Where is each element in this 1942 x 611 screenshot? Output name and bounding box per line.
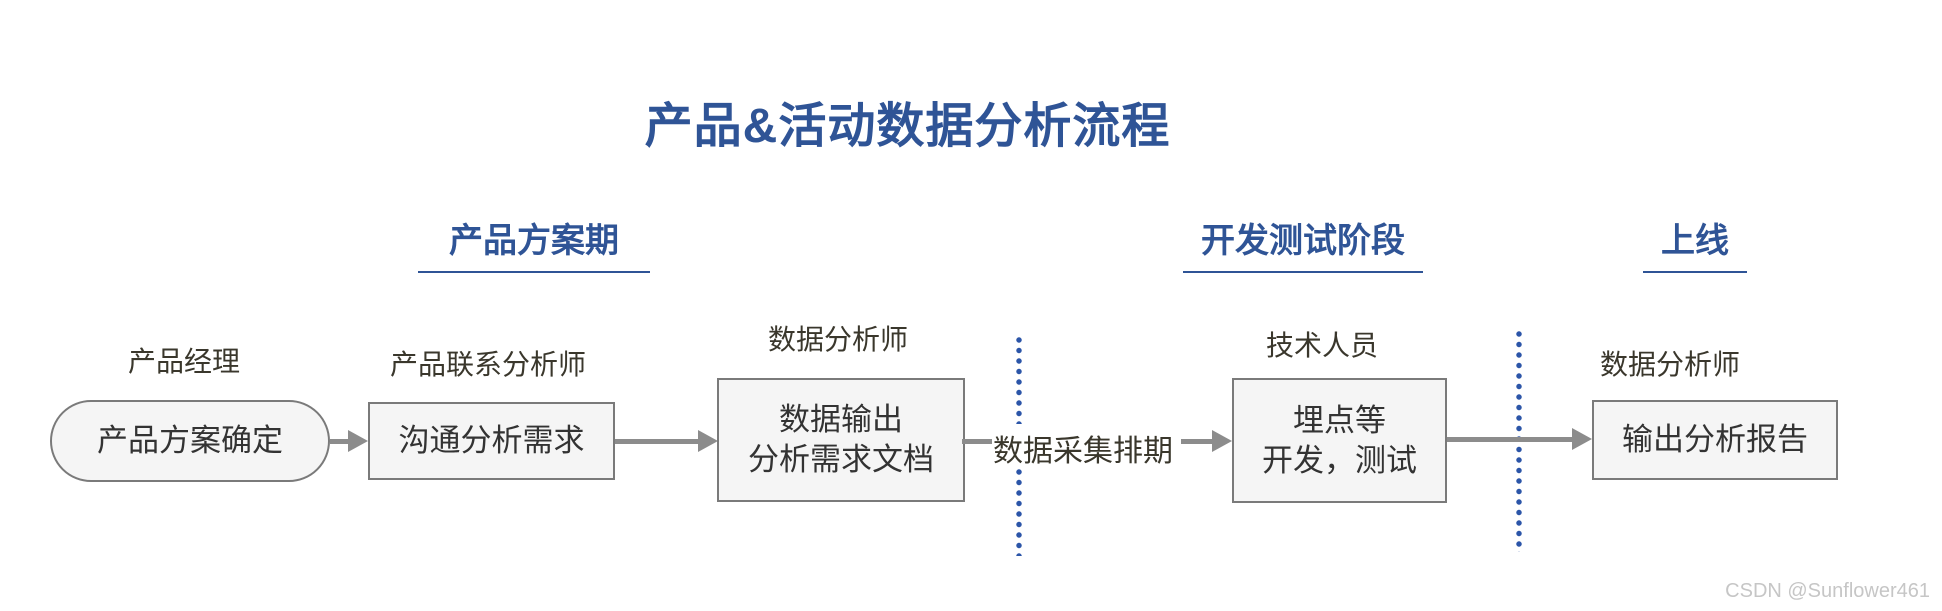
diagram-title: 产品&活动数据分析流程 <box>644 100 1171 153</box>
node-label: 产品方案确定 <box>97 423 283 458</box>
arrow-head-icon <box>698 430 718 452</box>
connector-label-data-collection-schedule: 数据采集排期 <box>993 435 1173 468</box>
node-label-line-2: 开发，测试 <box>1262 442 1417 478</box>
role-label-product-contact-analyst: 产品联系分析师 <box>390 349 587 380</box>
node-label-line-1: 埋点等 <box>1293 402 1386 438</box>
node-label: 沟通分析需求 <box>398 423 585 458</box>
arrow-head-icon <box>1212 430 1232 452</box>
node-output-analysis-report: 输出分析报告 <box>1592 400 1838 480</box>
csdn-watermark: CSDN @Sunflower461 <box>1725 580 1930 602</box>
node-product-plan-confirmed: 产品方案确定 <box>50 400 330 482</box>
role-label-tech-staff: 技术人员 <box>1266 330 1379 361</box>
node-label: 输出分析报告 <box>1622 422 1808 457</box>
node-label-line-1: 数据输出 <box>779 402 903 437</box>
flow-arrow-3 <box>1181 429 1232 453</box>
flow-arrow-1 <box>330 429 368 453</box>
role-label-data-analyst-2: 数据分析师 <box>1600 349 1741 380</box>
flow-arrow-2 <box>615 429 718 453</box>
arrow-shaft <box>330 438 348 444</box>
arrow-shaft <box>615 438 698 444</box>
phase-divider-dotted-line-1-lower <box>1016 468 1022 556</box>
phase-label-launch: 上线 <box>1643 222 1747 273</box>
node-label-line-2: 分析需求文档 <box>748 442 934 477</box>
role-label-data-analyst-1: 数据分析师 <box>768 324 909 355</box>
connector-line <box>962 439 992 444</box>
arrow-shaft <box>1447 436 1572 442</box>
phase-label-dev-test: 开发测试阶段 <box>1183 222 1423 273</box>
node-communicate-analysis-needs: 沟通分析需求 <box>368 402 615 480</box>
node-data-output-requirement-doc: 数据输出 分析需求文档 <box>717 378 965 502</box>
flow-arrow-4 <box>1447 427 1592 451</box>
phase-label-product-plan: 产品方案期 <box>418 222 650 273</box>
phase-divider-dotted-line-1-upper <box>1016 336 1022 424</box>
arrow-head-icon <box>348 430 368 452</box>
arrow-shaft <box>1181 438 1212 444</box>
arrow-head-icon <box>1572 428 1592 450</box>
role-label-product-manager: 产品经理 <box>128 346 241 377</box>
node-tracking-dev-test: 埋点等 开发，测试 <box>1232 378 1447 503</box>
